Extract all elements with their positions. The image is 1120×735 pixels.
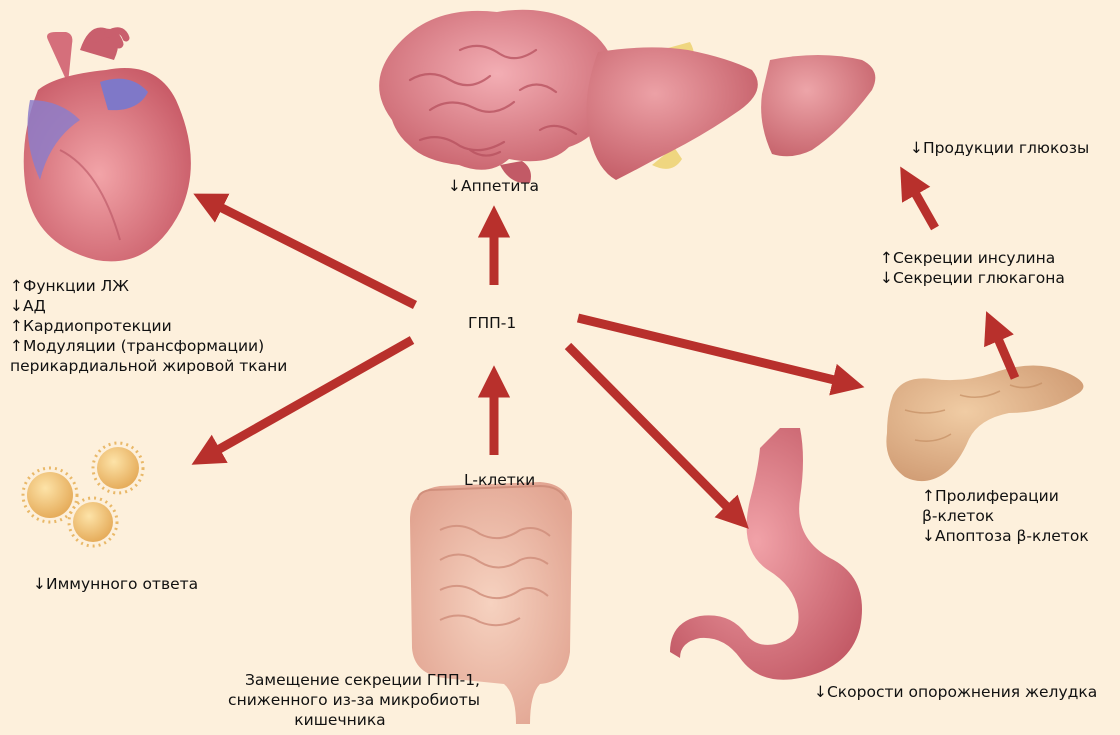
arrow-pancreas-to-islet bbox=[990, 320, 1015, 378]
source-label: L-клетки bbox=[464, 470, 535, 490]
arrow-islet-to-liver bbox=[905, 175, 935, 228]
microbiota-note-line: Замещение секреции ГПП-1, bbox=[200, 670, 480, 690]
beta-cell-effect: ↓Апоптоза β-клеток bbox=[922, 526, 1089, 546]
immune-effect-label: ↓Иммунного ответа bbox=[33, 574, 198, 594]
hub-label: ГПП-1 bbox=[468, 313, 516, 333]
arrow-hub-to-pancreas bbox=[578, 318, 855, 385]
microbiota-note: Замещение секреции ГПП-1, сниженного из-… bbox=[200, 670, 480, 730]
brain-illustration bbox=[379, 10, 616, 183]
islet-effects-list: ↑Секреции инсулина ↓Секреции глюкагона bbox=[880, 248, 1065, 288]
microbiota-note-line: сниженного из-за микробиоты bbox=[200, 690, 480, 710]
arrow-hub-to-stomach bbox=[568, 346, 742, 522]
stomach-illustration bbox=[670, 428, 862, 680]
microbiota-note-line: кишечника bbox=[200, 710, 480, 730]
stomach-effect-label: ↓Скорости опорожнения желудка bbox=[814, 682, 1097, 702]
heart-illustration bbox=[24, 28, 191, 262]
arrows bbox=[200, 175, 1015, 522]
heart-effect: ↑Функции ЛЖ bbox=[10, 276, 287, 296]
heart-effect: ↑Модуляции (трансформации) bbox=[10, 336, 287, 356]
liver-effect-label: ↓Продукции глюкозы bbox=[910, 138, 1089, 158]
heart-effect: перикардиальной жировой ткани bbox=[10, 356, 287, 376]
liver-illustration bbox=[586, 42, 875, 180]
heart-effects-list: ↑Функции ЛЖ ↓АД ↑Кардиопротекции ↑Модуля… bbox=[10, 276, 287, 376]
heart-effect: ↓АД bbox=[10, 296, 287, 316]
beta-cell-effect: β-клеток bbox=[922, 506, 1089, 526]
beta-cell-effect: ↑Пролиферации bbox=[922, 486, 1089, 506]
islet-effect: ↑Секреции инсулина bbox=[880, 248, 1065, 268]
pancreas-illustration bbox=[886, 365, 1083, 481]
beta-cell-effects-list: ↑Пролиферации β-клеток ↓Апоптоза β-клето… bbox=[922, 486, 1089, 546]
islet-effect: ↓Секреции глюкагона bbox=[880, 268, 1065, 288]
brain-effect-label: ↓Аппетита bbox=[448, 176, 539, 196]
heart-effect: ↑Кардиопротекции bbox=[10, 316, 287, 336]
immune-cells-illustration bbox=[23, 443, 143, 546]
